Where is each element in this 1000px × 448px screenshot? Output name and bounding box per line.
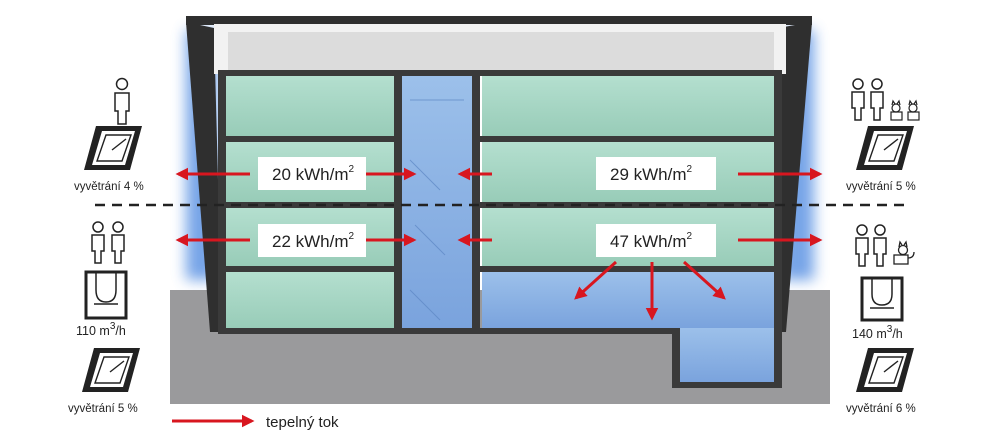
roof-window-icon <box>856 126 914 170</box>
ventilation-unit-icon <box>84 270 128 320</box>
energy-box-lower-left: 22 kWh/m2 <box>258 224 366 257</box>
arrow-down-left <box>574 260 618 300</box>
left-airflow-label: 110 m3/h <box>76 321 126 338</box>
left-upper-ventilation-label: vyvětrání 4 % <box>74 181 144 193</box>
heat-flow-arrows <box>175 167 823 321</box>
rooms-right <box>482 76 774 382</box>
legend: tepelný tok <box>172 414 339 431</box>
svg-text:20 kWh/m2: 20 kWh/m2 <box>272 164 355 184</box>
roof-window-icon <box>856 348 914 392</box>
ventilation-unit-icon <box>860 276 904 322</box>
right-lower-ventilation-label: vyvětrání 6 % <box>846 403 916 415</box>
cat-icon <box>893 240 915 265</box>
roof-window-icon <box>82 348 140 392</box>
roof-window-icon <box>84 126 142 170</box>
energy-box-upper-left: 20 kWh/m2 <box>258 157 366 190</box>
svg-text:29 kWh/m2: 29 kWh/m2 <box>610 164 693 184</box>
person-icon <box>855 224 887 267</box>
person-icon <box>851 78 884 121</box>
svg-text:47 kWh/m2: 47 kWh/m2 <box>610 231 693 251</box>
arrow-down-right <box>682 260 726 300</box>
person-icon <box>114 77 130 125</box>
right-upper-ventilation-label: vyvětrání 5 % <box>846 181 916 193</box>
cat-icon <box>890 99 920 121</box>
building-shell <box>186 16 812 332</box>
svg-text:22 kWh/m2: 22 kWh/m2 <box>272 231 355 251</box>
staircase <box>402 76 472 328</box>
person-icon <box>91 221 125 264</box>
floor-slabs <box>218 70 780 334</box>
legend-label: tepelný tok <box>266 414 339 431</box>
left-lower-ventilation-label: vyvětrání 5 % <box>68 403 138 415</box>
right-airflow-label: 140 m3/h <box>852 324 903 341</box>
interior-walls <box>218 70 782 388</box>
energy-box-lower-right: 47 kWh/m2 <box>596 224 716 257</box>
energy-box-upper-right: 29 kWh/m2 <box>596 157 716 190</box>
rooms-left <box>226 76 394 328</box>
